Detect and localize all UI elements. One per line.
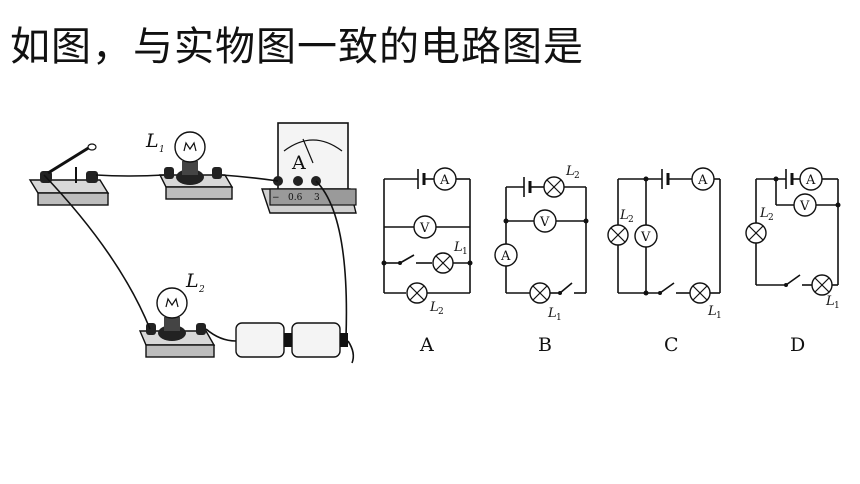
wire-switch-l1 <box>95 174 165 177</box>
option-b-l1: L <box>547 306 557 321</box>
option-c-ammeter: A <box>697 173 708 188</box>
option-b-circuit <box>494 176 589 304</box>
option-a-ammeter: A <box>439 173 450 188</box>
figure: L 1 A − 0.6 3 L 2 <box>28 122 841 364</box>
option-c-circuit <box>607 167 721 304</box>
option-d-l2: L <box>759 206 769 221</box>
option-d-l2-sub: 2 <box>768 213 774 223</box>
wire-ammeter-battery <box>315 180 348 338</box>
option-d-l1-sub: 1 <box>834 301 840 311</box>
option-b-letter: B <box>538 334 552 356</box>
option-d-circuit <box>745 167 841 296</box>
battery-pack <box>235 322 348 358</box>
ammeter-terminal-3: 3 <box>314 193 320 203</box>
bulb-l1-sub: 1 <box>159 145 165 155</box>
option-d-ammeter: A <box>805 173 816 188</box>
wire-l1-ammeter <box>221 174 279 182</box>
ammeter-letter: A <box>291 152 306 174</box>
option-a-l1-sub: 1 <box>462 247 468 257</box>
bulb-l1 <box>158 131 234 200</box>
option-c-l2-sub: 2 <box>628 215 634 225</box>
wire-battery-end <box>347 340 355 364</box>
option-c-l1-sub: 1 <box>716 311 722 321</box>
ammeter <box>261 122 357 214</box>
option-b-l2-sub: 2 <box>574 171 580 181</box>
option-a-circuit <box>381 167 473 304</box>
option-a-l2: L <box>429 300 439 315</box>
option-a-l2-sub: 2 <box>438 307 444 317</box>
option-b-voltmeter: V <box>539 215 550 230</box>
bulb-l2-label: L <box>185 270 199 292</box>
option-b-ammeter: A <box>500 249 511 264</box>
ammeter-terminal-minus: − <box>272 193 280 203</box>
wire-switch-l2 <box>43 174 151 330</box>
option-d-letter: D <box>790 334 805 356</box>
bulb-l1-label: L <box>145 130 159 152</box>
option-c-voltmeter: V <box>640 230 651 245</box>
option-a-letter: A <box>419 334 434 356</box>
option-d-l1: L <box>825 294 835 309</box>
bulb-l2-sub: 2 <box>198 285 205 295</box>
switch <box>28 143 110 206</box>
option-b-l1-sub: 1 <box>556 313 562 323</box>
ammeter-terminal-range: 0.6 <box>288 193 303 203</box>
option-b-l2: L <box>565 164 575 179</box>
option-c-l1: L <box>707 304 717 319</box>
option-a-l1: L <box>453 240 463 255</box>
bulb-l2 <box>138 287 216 358</box>
option-c-l2: L <box>619 208 629 223</box>
physical-circuit: L 1 A − 0.6 3 L 2 <box>28 122 357 364</box>
option-d-voltmeter: V <box>799 199 810 214</box>
question-text: 如图，与实物图一致的电路图是 <box>10 24 584 70</box>
option-a-voltmeter: V <box>419 221 430 236</box>
option-c-letter: C <box>664 334 679 356</box>
wire-l2-battery <box>205 328 237 342</box>
